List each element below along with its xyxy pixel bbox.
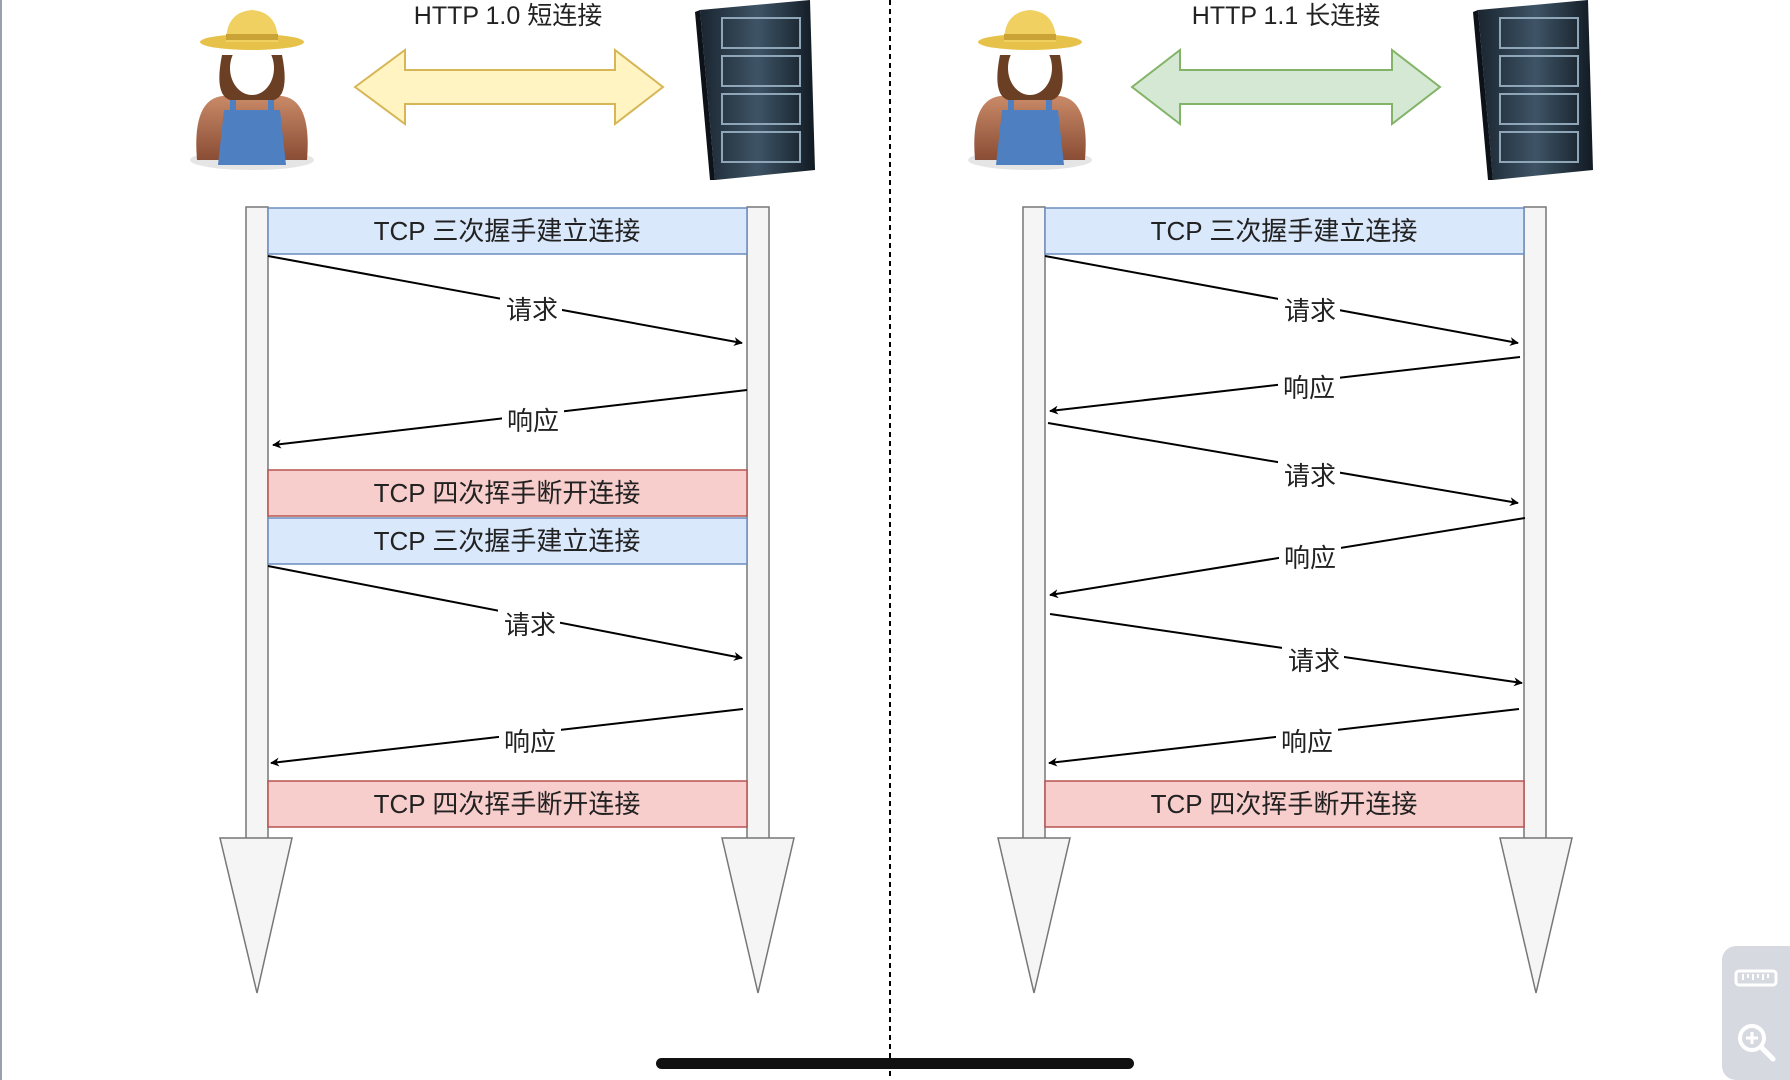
server-lifeline bbox=[746, 206, 770, 840]
client-lifeline bbox=[245, 206, 269, 840]
message-label: 响应 bbox=[1281, 727, 1333, 757]
right-panel: HTTP 1.1 长连接 bbox=[968, 0, 1593, 994]
bar-label: TCP 四次挥手断开连接 bbox=[1151, 789, 1418, 819]
server-lifeline-head bbox=[1499, 837, 1573, 994]
bar-setup bbox=[1044, 207, 1525, 255]
client-icon bbox=[968, 10, 1092, 170]
bar-label: TCP 三次握手建立连接 bbox=[374, 216, 641, 246]
message-label: 响应 bbox=[507, 406, 559, 436]
left-title: HTTP 1.0 短连接 bbox=[414, 2, 602, 30]
home-indicator[interactable] bbox=[656, 1058, 1134, 1069]
client-lifeline-head bbox=[997, 837, 1071, 994]
right-title: HTTP 1.1 长连接 bbox=[1192, 2, 1380, 30]
zoom-in-icon[interactable] bbox=[1732, 1018, 1780, 1066]
left-panel: HTTP 1.0 短连接 bbox=[190, 0, 815, 994]
bar-label: TCP 四次挥手断开连接 bbox=[374, 789, 641, 819]
bar-teardown bbox=[267, 469, 748, 517]
bar-teardown bbox=[267, 780, 748, 828]
right-double-arrow bbox=[1130, 47, 1442, 127]
message-label: 响应 bbox=[504, 727, 556, 757]
server-lifeline-head bbox=[721, 837, 795, 994]
message-label: 响应 bbox=[1284, 543, 1336, 573]
message-label: 请求 bbox=[1284, 296, 1336, 326]
bar-setup bbox=[267, 517, 748, 565]
message-label: 响应 bbox=[1283, 373, 1335, 403]
client-icon bbox=[190, 10, 314, 170]
message-label: 请求 bbox=[506, 295, 558, 325]
client-lifeline-head bbox=[219, 837, 293, 994]
ruler-icon[interactable] bbox=[1732, 954, 1780, 1002]
bar-label: TCP 四次挥手断开连接 bbox=[374, 478, 641, 508]
floating-tool-panel bbox=[1722, 946, 1790, 1080]
message-label: 请求 bbox=[504, 610, 556, 640]
bar-teardown bbox=[1044, 780, 1525, 828]
left-double-arrow bbox=[353, 47, 665, 127]
bar-label: TCP 三次握手建立连接 bbox=[374, 526, 641, 556]
bar-setup bbox=[267, 207, 748, 255]
message-label: 请求 bbox=[1288, 646, 1340, 676]
server-icon bbox=[695, 0, 815, 180]
client-lifeline bbox=[1022, 206, 1046, 840]
bar-label: TCP 三次握手建立连接 bbox=[1151, 216, 1418, 246]
server-icon bbox=[1473, 0, 1593, 180]
server-lifeline bbox=[1523, 206, 1547, 840]
message-label: 请求 bbox=[1284, 461, 1336, 491]
